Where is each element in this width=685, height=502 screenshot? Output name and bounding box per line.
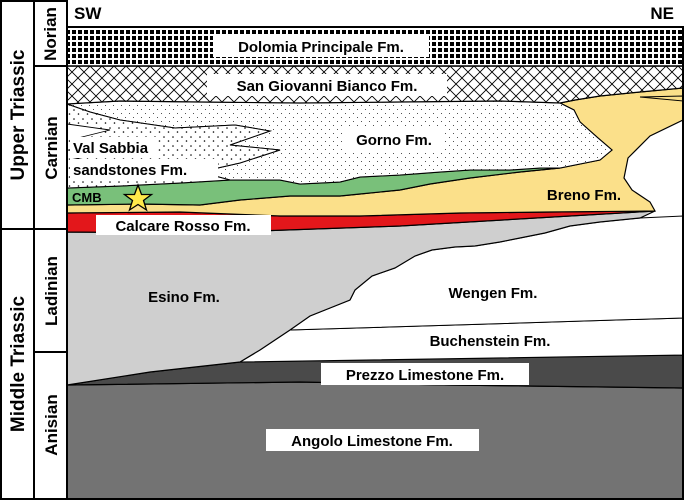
calcare-rosso-label-box (96, 215, 271, 235)
star-marker (122, 183, 154, 212)
stage-ladinian: Ladinian (42, 256, 61, 326)
gorno-label-box (345, 128, 443, 150)
label-cmb: CMB (72, 190, 102, 205)
period-upper-triassic: Upper Triassic (8, 49, 29, 180)
stage-norian: Norian (41, 7, 60, 61)
label-val-sabbia-1: Val Sabbia (73, 140, 149, 157)
section-frame (66, 26, 684, 500)
esino-layer (66, 210, 656, 386)
label-val-sabbia-2: sandstones Fm. (73, 162, 187, 179)
prezzo-label-box (321, 363, 529, 385)
val-sabbia-label-box-2 (70, 159, 218, 180)
san-giovanni-label-box (207, 74, 447, 96)
label-buchenstein: Buchenstein Fm. (430, 333, 551, 350)
period-middle-triassic: Middle Triassic (8, 295, 29, 432)
label-dolomia-principale: Dolomia Principale Fm. (238, 39, 404, 56)
direction-ne: NE (650, 4, 674, 23)
label-calcare-rosso: Calcare Rosso Fm. (115, 218, 250, 235)
label-gorno: Gorno Fm. (356, 132, 432, 149)
val-sabbia-label-box-1 (70, 137, 156, 158)
direction-sw: SW (74, 4, 102, 23)
label-wengen: Wengen Fm. (449, 285, 538, 302)
label-esino: Esino Fm. (148, 289, 220, 306)
label-prezzo-limestone: Prezzo Limestone Fm. (346, 367, 504, 384)
label-angolo-limestone: Angolo Limestone Fm. (291, 433, 453, 450)
angolo-label-box (266, 429, 479, 451)
label-san-giovanni-bianco: San Giovanni Bianco Fm. (237, 78, 418, 95)
dolomia-label-box (213, 36, 429, 57)
stage-anisian: Anisian (42, 394, 61, 455)
stage-carnian: Carnian (42, 116, 61, 179)
label-breno: Breno Fm. (547, 187, 621, 204)
